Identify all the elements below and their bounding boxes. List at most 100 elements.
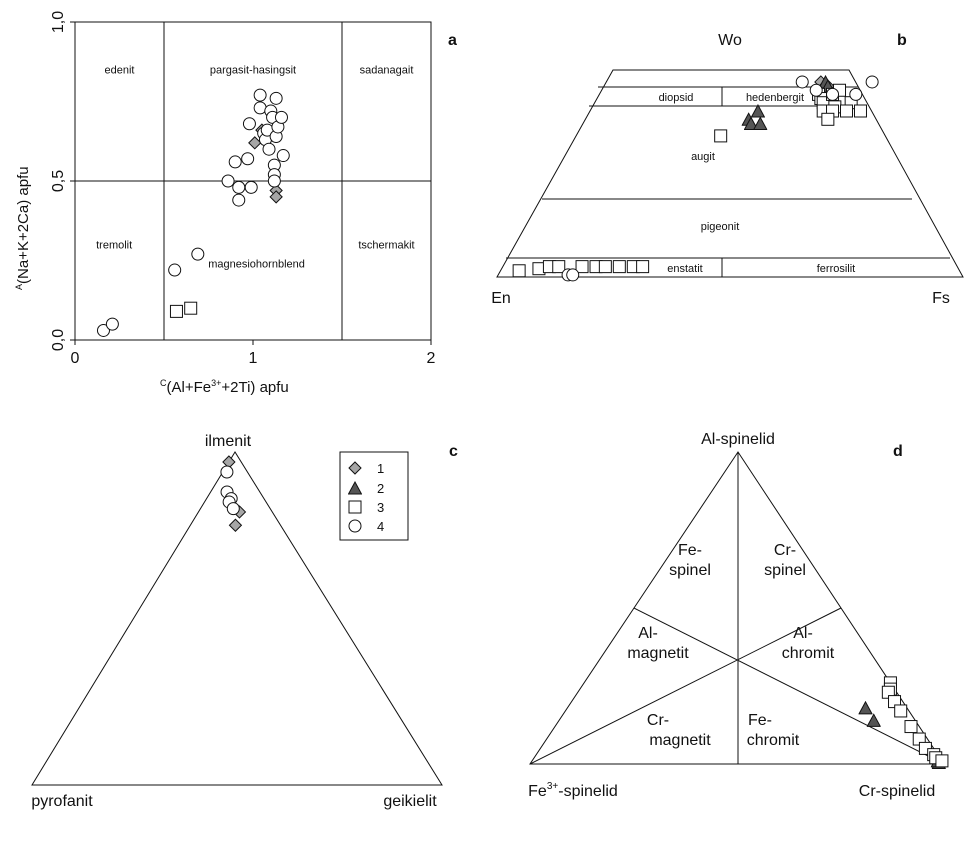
panel-d-triangle [529, 451, 945, 765]
legend-marker-square [348, 500, 362, 514]
panel-b-point-series-3 [612, 260, 626, 274]
panel-c-letter: c [449, 443, 458, 460]
panel-a-x-tick-label: 0 [71, 350, 80, 367]
panel-b-point-series-4 [865, 75, 879, 89]
panel-a-field-label: magnesiohornblend [208, 259, 305, 271]
panel-b-point-series-4 [795, 75, 809, 89]
legend: 1 2 3 4 [339, 451, 409, 541]
panel-b-point-series-4 [566, 268, 580, 282]
panel-a-point-series-4 [232, 180, 246, 194]
panel-d-point-series-3 [904, 720, 918, 734]
panel-a-field-label: tremolit [96, 240, 132, 252]
panel-d-median-right [529, 607, 842, 765]
panel-d-spinel-plot: d Al-spinelid Fe3+-spinelid Cr-spinelid … [528, 431, 949, 800]
panel-a-point-series-4 [228, 155, 242, 169]
panel-d-points [858, 676, 949, 769]
panel-b-point-series-4 [826, 87, 840, 101]
panel-a-point-series-4 [242, 117, 256, 131]
panel-d-point-series-2 [858, 701, 873, 715]
panel-c-point-series-4 [220, 465, 234, 479]
panel-b-pyroxene-plot: b Wo En Fs diopsid hedenbergit augit pig… [491, 32, 964, 307]
panel-d-point-series-2 [866, 713, 881, 727]
panel-d-median-left [633, 607, 945, 765]
panel-a-point-series-4 [232, 193, 246, 207]
panel-b-field-enstatit: enstatit [667, 263, 702, 275]
panel-c-point-series-1 [228, 518, 242, 532]
legend-label-2: 2 [377, 481, 384, 496]
panel-a-field-label: edenit [105, 65, 135, 77]
panel-a-point-series-4 [253, 101, 267, 115]
panel-d-corner-al-spinelid: Al-spinelid [701, 431, 775, 448]
panel-a-point-series-4 [262, 142, 276, 156]
legend-box [339, 451, 409, 541]
panel-a-point-series-4 [241, 152, 255, 166]
panel-b-field-ferrosilit: ferrosilit [817, 263, 856, 275]
panel-b-point-series-4 [849, 87, 863, 101]
panel-c-points [220, 455, 246, 532]
panel-b-point-series-3 [636, 260, 650, 274]
panel-a-y-tick-label: 0,5 [50, 170, 67, 192]
panel-a-point-series-4 [191, 247, 205, 261]
panel-d-field-al-magnetit: Al-magnetit [627, 625, 689, 662]
panel-d-corner-cr-spinelid: Cr-spinelid [859, 783, 935, 800]
panel-d-field-al-chromit: Al-chromit [782, 625, 835, 662]
panel-a-point-series-4 [269, 91, 283, 105]
panel-c-triangle [31, 451, 443, 786]
panel-b-corner-en: En [491, 290, 511, 307]
panel-d-corner-fe3-spinelid: Fe3+-spinelid [528, 781, 618, 800]
panel-b-field-augit: augit [691, 151, 715, 163]
panel-c-corner-geikielit: geikielit [383, 793, 437, 810]
legend-label-3: 3 [377, 500, 384, 515]
panel-a-point-series-4 [274, 110, 288, 124]
panel-a-point-series-4 [244, 180, 258, 194]
panel-a-x-axis-label: C(Al+Fe3++2Ti) apfu [160, 378, 289, 396]
panel-b-letter: b [897, 32, 907, 49]
panel-b-point-series-2 [753, 116, 768, 130]
panel-d-field-fe-chromit: Fe-chromit [747, 712, 800, 749]
panel-a-field-label: tschermakit [358, 240, 414, 252]
panel-b-point-series-4 [809, 83, 823, 97]
panel-a-y-axis-label: A(Na+K+2Ca) apfu [14, 166, 32, 290]
panel-a-point-series-4 [168, 263, 182, 277]
panel-b-points [512, 75, 879, 282]
panel-a-point-series-4 [267, 174, 281, 188]
panel-c-corner-ilmenit: ilmenit [205, 433, 252, 450]
panel-a-point-series-4 [276, 149, 290, 163]
panel-b-point-series-3 [840, 104, 853, 118]
panel-a-field-label: pargasit-hasingsit [210, 65, 296, 77]
panel-b-point-series-3 [552, 260, 566, 274]
panel-b-corner-fs: Fs [932, 290, 950, 307]
panel-a-point-series-4 [253, 88, 267, 102]
panel-a-field-labels: edenit pargasit-hasingsit sadanagait tremol… [96, 65, 414, 271]
panel-b-point-series-3 [575, 260, 589, 274]
panel-d-letter: d [893, 443, 903, 460]
panel-b-field-pigeonit: pigeonit [701, 221, 740, 233]
panel-c-corner-pyrofanit: pyrofanit [31, 793, 93, 810]
panel-a-x-tick-label: 1 [249, 350, 258, 367]
panel-d-field-fe-spinel: Fe-spinel [669, 542, 711, 579]
panel-b-point-series-3 [512, 264, 526, 278]
panel-a-y-ticks: 0,0 0,5 1,0 [50, 11, 75, 351]
legend-marker-circle [348, 519, 362, 533]
legend-label-1: 1 [377, 461, 384, 476]
legend-marker-diamond [348, 461, 362, 475]
panel-d-field-cr-spinel: Cr-spinel [764, 542, 806, 579]
panel-d-point-series-3 [935, 754, 949, 768]
panel-a-point-series-3 [169, 304, 183, 318]
panel-a-point-series-3 [184, 301, 198, 315]
panel-b-corner-wo: Wo [718, 32, 742, 49]
panel-c-ilmenite-plot: c ilmenit pyrofanit geikielit 1 2 3 4 [31, 433, 458, 810]
panel-a-field-label: sadanagait [360, 65, 414, 77]
panel-a-point-series-4 [105, 317, 119, 331]
panel-b-field-diopsid: diopsid [659, 92, 694, 104]
panel-a-x-tick-label: 2 [427, 350, 436, 367]
panel-a-y-tick-label: 0,0 [50, 329, 67, 351]
panel-b-point-series-3 [598, 260, 612, 274]
panel-a-x-ticks: 0 1 2 [71, 340, 436, 367]
panel-a-point-series-4 [221, 174, 235, 188]
panel-d-point-series-3 [894, 704, 908, 718]
panel-b-point-series-3 [821, 112, 835, 126]
panel-a-y-tick-label: 1,0 [50, 11, 67, 33]
